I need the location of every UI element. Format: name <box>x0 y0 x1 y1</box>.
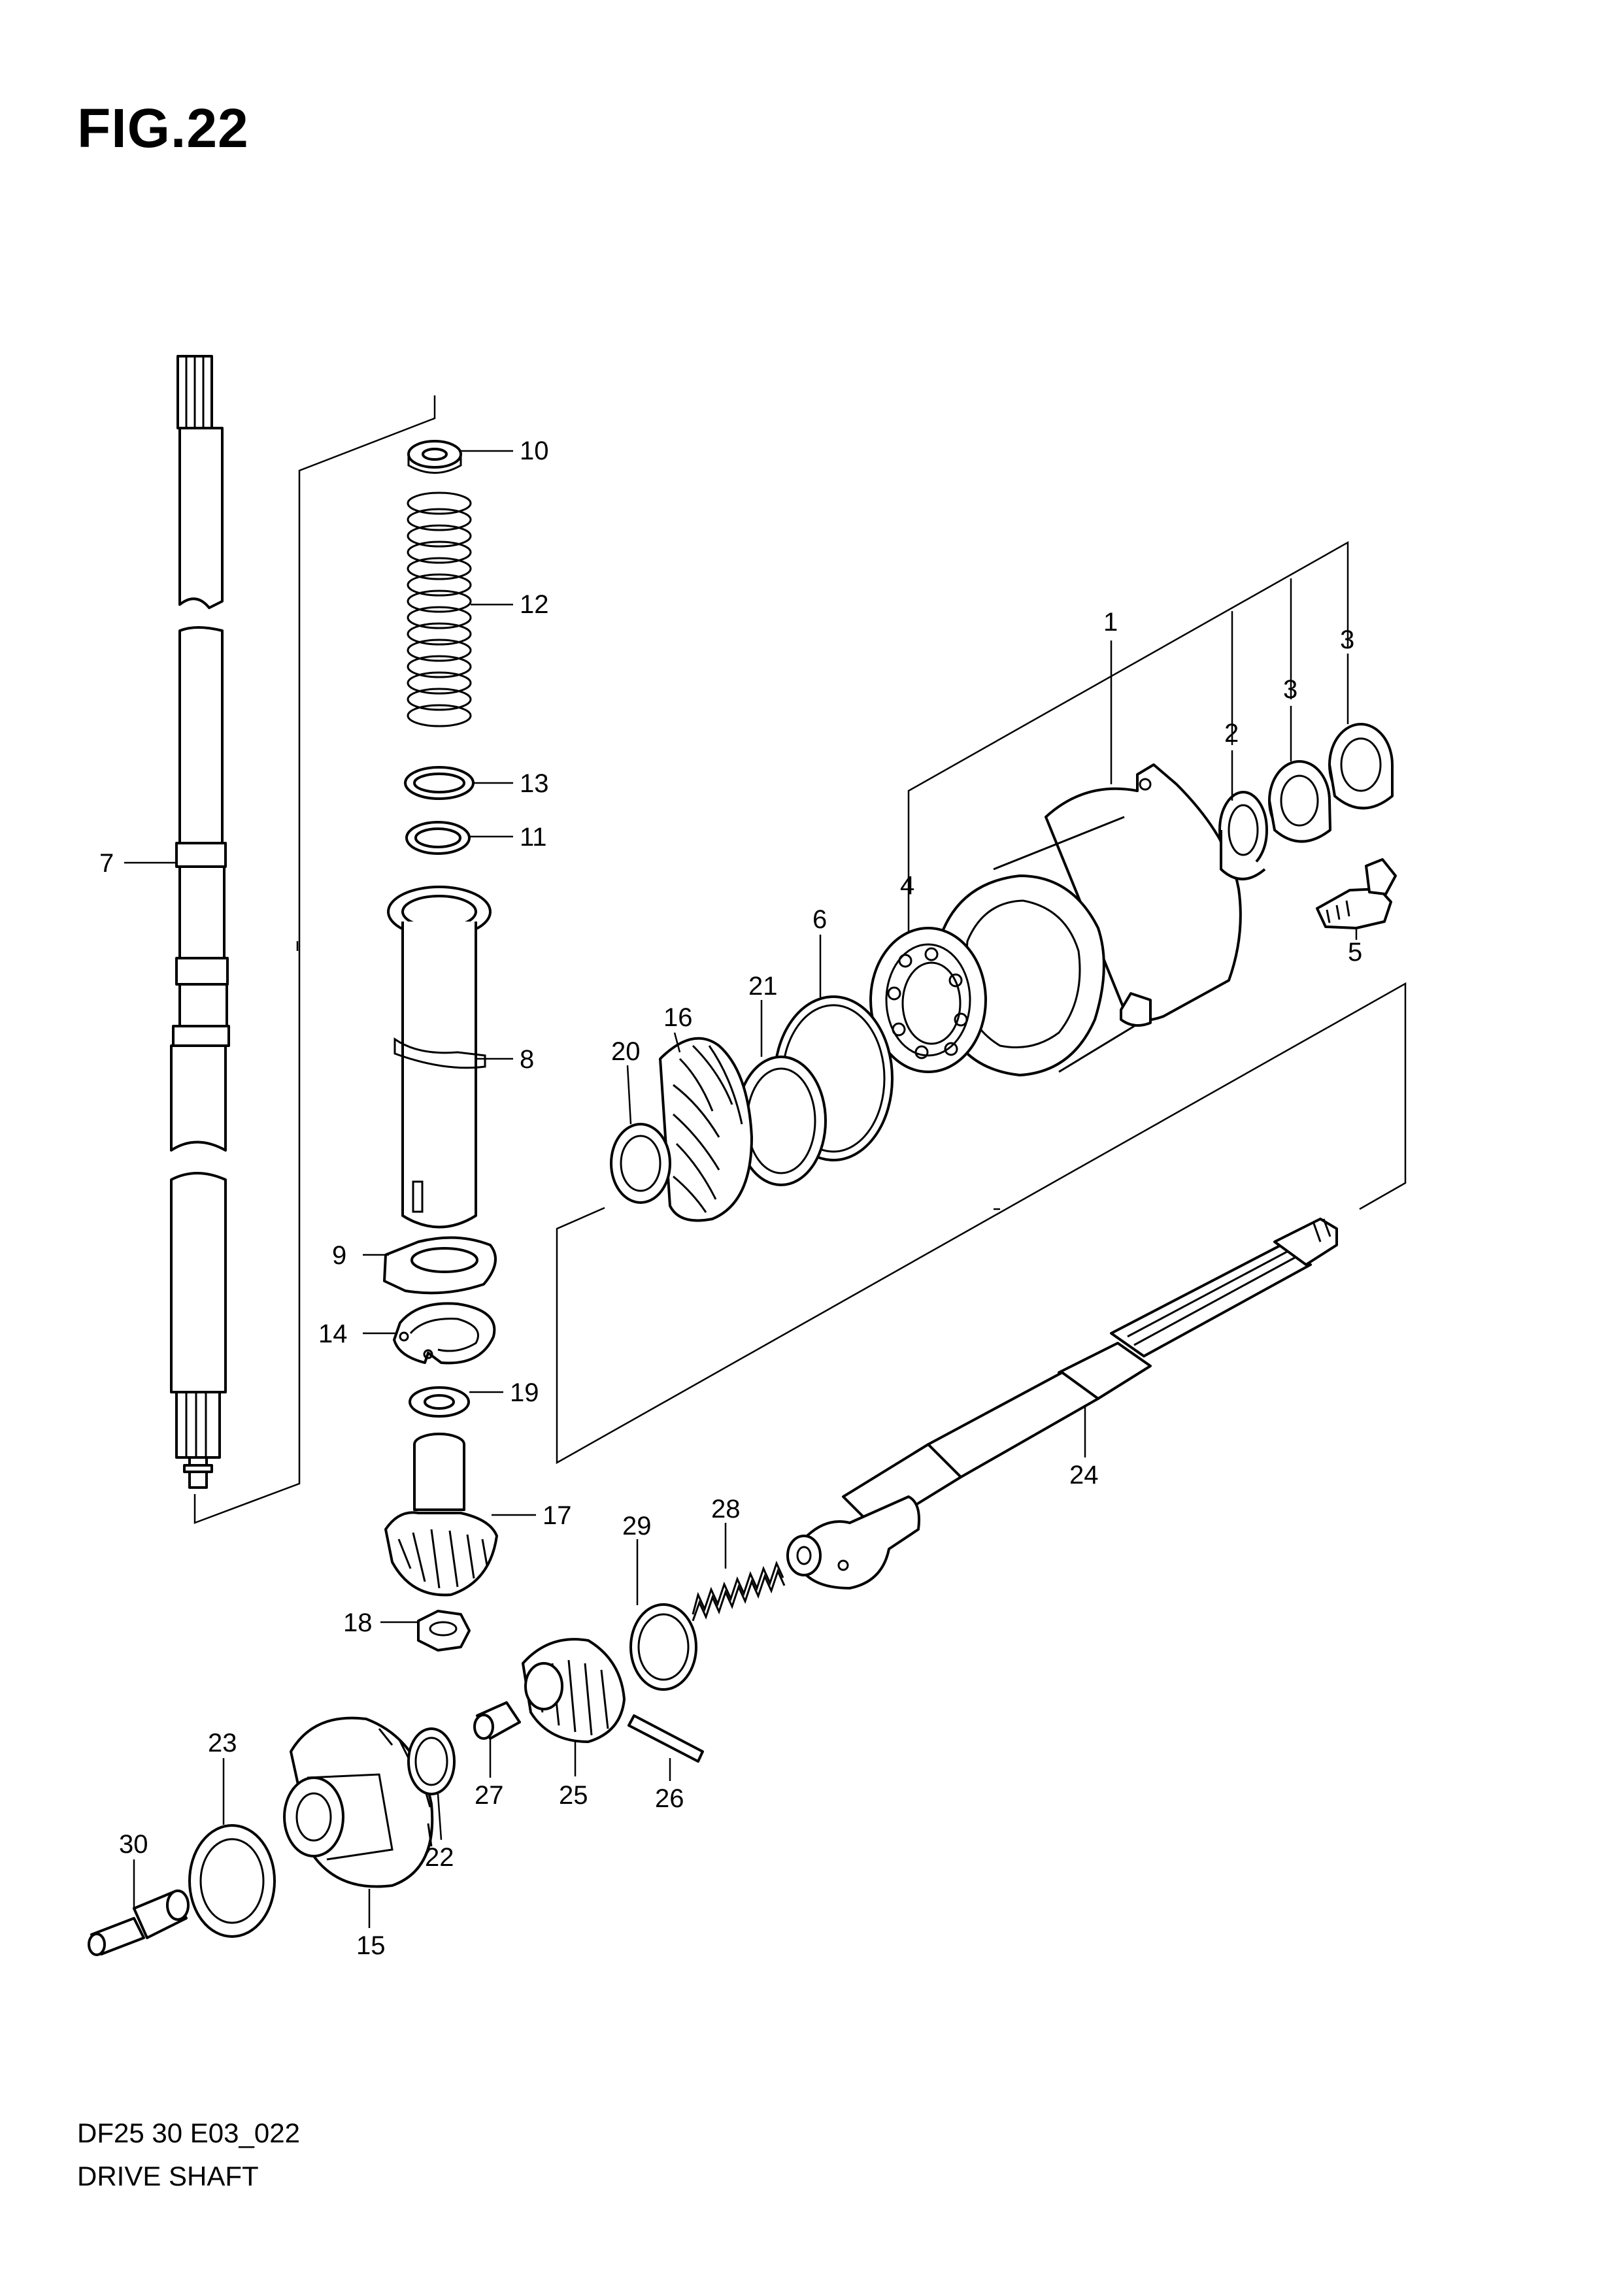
callout-4: 4 <box>900 871 914 900</box>
ring-13-part[interactable] <box>404 766 475 800</box>
callout-16: 16 <box>663 1003 693 1032</box>
o-ring-29-part[interactable] <box>629 1603 697 1691</box>
oil-seal-3a-part[interactable] <box>1268 760 1331 843</box>
washer-19-part[interactable] <box>409 1386 470 1418</box>
pinion-gear-17-part[interactable] <box>384 1433 498 1597</box>
callout-3a: 3 <box>1283 675 1297 704</box>
callout-29: 29 <box>622 1512 652 1540</box>
callout-27: 27 <box>475 1781 504 1810</box>
callout-19: 19 <box>510 1378 539 1407</box>
diagram-code: DF25 30 E03_022 <box>77 2118 300 2148</box>
sleeve-8-part[interactable] <box>387 886 492 1229</box>
push-rod-27-part[interactable] <box>473 1701 521 1740</box>
callout-23: 23 <box>208 1729 237 1757</box>
callout-30: 30 <box>119 1830 148 1859</box>
callout-10: 10 <box>520 437 549 465</box>
callout-15: 15 <box>356 1931 386 1960</box>
forward-gear-15-part[interactable] <box>283 1716 434 1888</box>
callout-6: 6 <box>812 905 827 934</box>
propeller-shaft-24-part[interactable] <box>842 1218 1338 1531</box>
bevel-gear-16-part[interactable] <box>659 1037 753 1222</box>
circlip-14-part[interactable] <box>393 1302 496 1365</box>
spring-28-part[interactable] <box>692 1560 786 1622</box>
callout-7: 7 <box>99 849 114 878</box>
clutch-25-part[interactable] <box>786 1495 920 1589</box>
shim-22-part[interactable] <box>407 1727 456 1795</box>
clutch-dog-part[interactable] <box>522 1638 626 1743</box>
callout-14: 14 <box>318 1320 348 1348</box>
snap-ring-11-part[interactable] <box>405 821 471 855</box>
callout-28: 28 <box>711 1495 741 1523</box>
callout-13: 13 <box>520 769 549 798</box>
pin-26-part[interactable] <box>627 1714 704 1763</box>
callout-25: 25 <box>559 1781 588 1810</box>
callout-26: 26 <box>655 1784 684 1813</box>
bearing-housing-1-part[interactable] <box>940 763 1242 1076</box>
callout-22: 22 <box>425 1843 454 1872</box>
callout-21: 21 <box>748 972 778 1001</box>
washer-20-part[interactable] <box>610 1123 671 1204</box>
callout-1: 1 <box>1103 608 1118 637</box>
plate-9-part[interactable] <box>383 1236 497 1295</box>
callout-3b: 3 <box>1340 625 1354 654</box>
callout-20: 20 <box>611 1037 641 1066</box>
figure-title: FIG.22 <box>77 97 249 159</box>
thrust-washer-23-part[interactable] <box>188 1824 276 1938</box>
washer-10-part[interactable] <box>407 440 462 474</box>
callout-12: 12 <box>520 590 549 619</box>
callout-5: 5 <box>1348 938 1362 967</box>
needle-bearing-2-part[interactable] <box>1218 791 1268 880</box>
nut-18-part[interactable] <box>417 1610 471 1652</box>
drive-shaft-part[interactable] <box>170 355 230 1489</box>
callout-8: 8 <box>520 1045 534 1074</box>
callout-11: 11 <box>520 823 547 852</box>
callout-17: 17 <box>543 1501 572 1530</box>
bolt-5-part[interactable] <box>1316 858 1397 929</box>
callout-18: 18 <box>343 1608 373 1637</box>
diagram-name: DRIVE SHAFT <box>77 2161 259 2191</box>
callout-24: 24 <box>1069 1461 1099 1489</box>
ball-bearing-4-part[interactable] <box>869 927 987 1073</box>
callout-9: 9 <box>332 1241 346 1270</box>
oil-seal-3b-part[interactable] <box>1328 723 1394 810</box>
spring-12-part[interactable] <box>407 491 472 727</box>
pin-30-part[interactable] <box>88 1889 190 1956</box>
shim-21-part[interactable] <box>735 1056 827 1186</box>
callout-2: 2 <box>1224 719 1239 748</box>
